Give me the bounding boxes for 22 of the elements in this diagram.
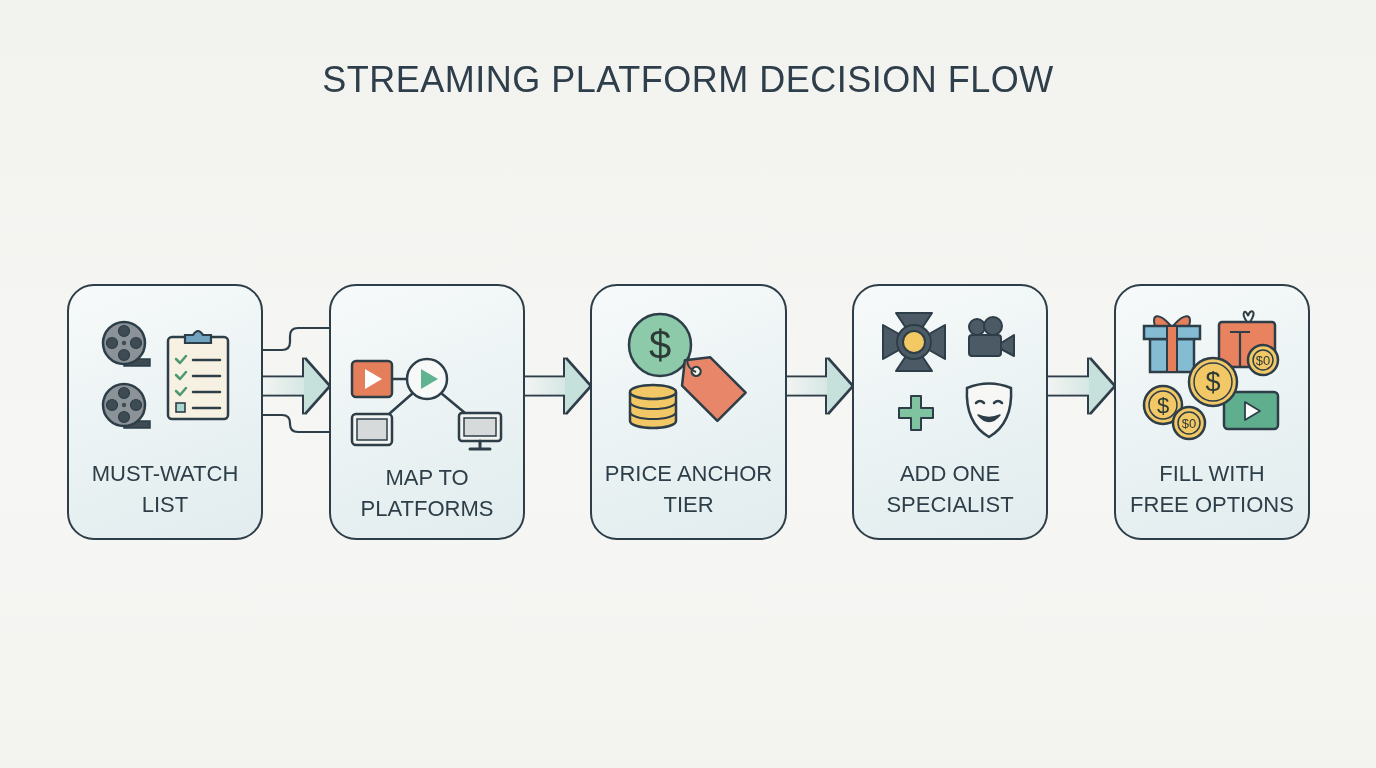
arrow (1048, 359, 1113, 413)
step-label: PRICE ANCHOR TIER (603, 460, 774, 519)
step-label: MAP TO PLATFORMS (359, 464, 495, 523)
arrow (525, 359, 589, 413)
diagram-title: STREAMING PLATFORM DECISION FLOW (321, 58, 1055, 102)
connector-line (263, 413, 329, 434)
arrow (263, 359, 328, 413)
step-card (590, 284, 787, 540)
step-card (1114, 284, 1310, 540)
step-card (329, 284, 525, 540)
price-label: $0 (1181, 416, 1197, 430)
price-label: $0 (1255, 353, 1271, 367)
step-label: ADD ONE SPECIALIST (885, 460, 1015, 519)
currency-symbol: $ (648, 325, 672, 365)
step-label: MUST-WATCH LIST (90, 460, 240, 519)
step-card (852, 284, 1048, 540)
arrow (787, 359, 851, 413)
connector-line (263, 326, 329, 352)
currency-symbol: $ (1205, 368, 1221, 396)
step-label: FILL WITH FREE OPTIONS (1129, 460, 1295, 519)
currency-symbol: $ (1156, 395, 1170, 417)
step-card (67, 284, 263, 540)
